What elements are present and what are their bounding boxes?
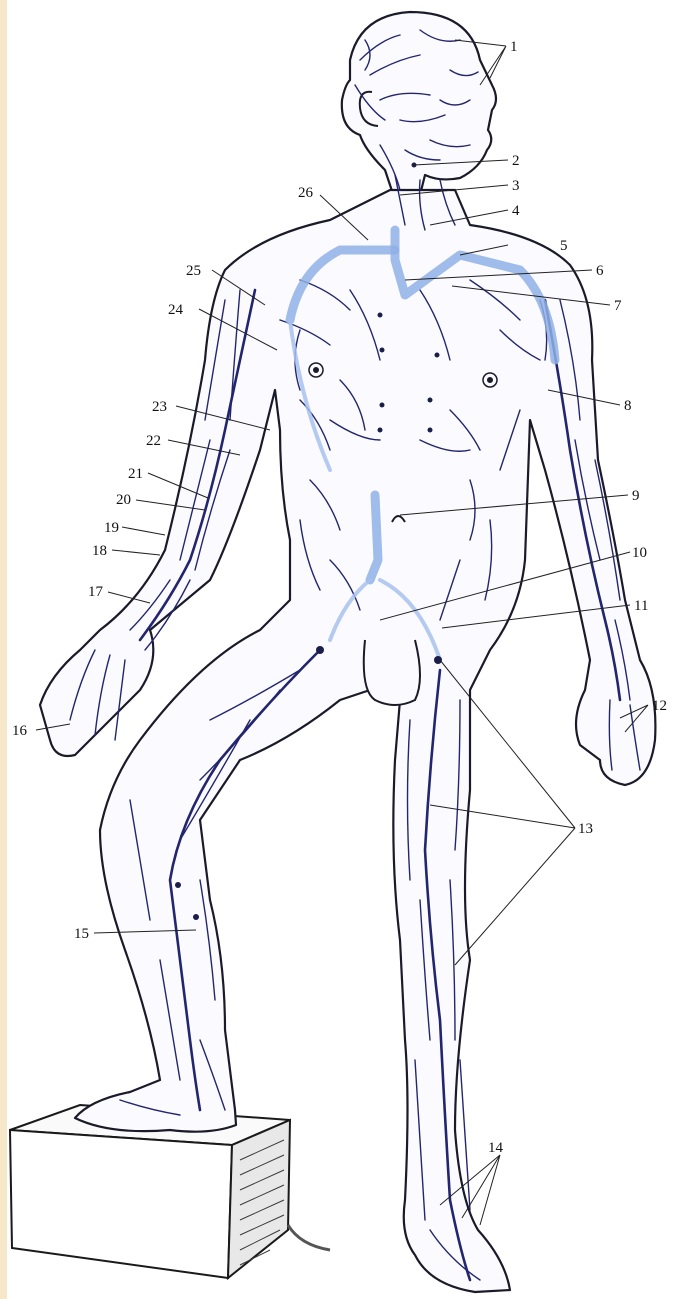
label-18: 18	[92, 543, 107, 559]
label-17: 17	[88, 584, 104, 600]
body-outline	[40, 12, 655, 1292]
label-25: 25	[186, 263, 201, 279]
label-20: 20	[116, 492, 131, 508]
label-8: 8	[624, 398, 632, 414]
label-14: 14	[488, 1140, 504, 1156]
label-5: 5	[560, 238, 568, 254]
label-12: 12	[652, 698, 667, 714]
label-15: 15	[74, 926, 89, 942]
label-6: 6	[596, 263, 604, 279]
label-3: 3	[512, 178, 520, 194]
label-7: 7	[614, 298, 622, 314]
label-10: 10	[632, 545, 647, 561]
label-22: 22	[146, 433, 161, 449]
label-9: 9	[632, 488, 640, 504]
label-23: 23	[152, 399, 167, 415]
label-21: 21	[128, 466, 143, 482]
label-13: 13	[578, 821, 593, 837]
label-2: 2	[512, 153, 520, 169]
label-1: 1	[510, 39, 518, 55]
label-11: 11	[634, 598, 648, 614]
label-16: 16	[12, 723, 28, 739]
label-24: 24	[168, 302, 184, 318]
label-4: 4	[512, 203, 520, 219]
label-26: 26	[298, 185, 314, 201]
label-19: 19	[104, 520, 119, 536]
